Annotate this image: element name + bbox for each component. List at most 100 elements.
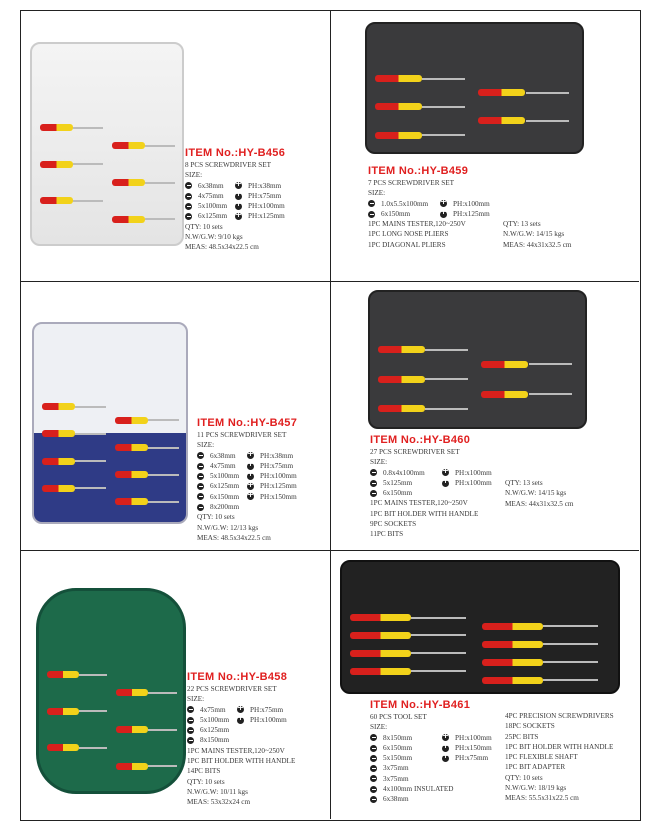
size-row: 6x150mmPH:x150mm bbox=[197, 490, 297, 502]
slotted-size: 5x100mm bbox=[185, 201, 235, 211]
item-number: ITEM No.:HY-B456 bbox=[185, 147, 286, 159]
screwdriver-shaft bbox=[543, 661, 599, 664]
screwdriver-shaft bbox=[425, 407, 469, 410]
phillips-size-value: PH:x75mm bbox=[455, 754, 489, 763]
quantity: QTY: 10 sets bbox=[505, 773, 543, 782]
screwdriver-handle bbox=[481, 390, 529, 398]
accessory-line: 11PC BITS bbox=[370, 530, 404, 539]
measurement: MEAS: 44x31x32.5 cm bbox=[503, 240, 572, 249]
slotted-size: 6x150mm bbox=[370, 488, 442, 498]
phillips-icon bbox=[442, 751, 449, 762]
size-row: 8x150mmPH:x100mm bbox=[370, 731, 492, 743]
screwdriver-handle bbox=[114, 444, 149, 452]
slotted-icon bbox=[185, 213, 192, 221]
screwdriver-handle bbox=[481, 360, 529, 368]
accessory-line: 1PC BIT HOLDER WITH HANDLE bbox=[187, 757, 296, 766]
slotted-icon bbox=[370, 479, 377, 487]
slotted-icon bbox=[368, 210, 375, 218]
phillips-size-value: PH:x150mm bbox=[455, 743, 492, 752]
product-description: 27 PCS SCREWDRIVER SET bbox=[370, 448, 460, 456]
slotted-icon bbox=[368, 200, 375, 208]
phillips-size-value: PH:x100mm bbox=[250, 715, 287, 724]
screwdriver-handle bbox=[114, 498, 149, 506]
screwdriver-handle bbox=[112, 142, 145, 150]
screwdriver-handle bbox=[114, 471, 149, 479]
screwdriver-handle bbox=[375, 103, 423, 111]
slotted-icon bbox=[370, 785, 377, 793]
item-number: ITEM No.:HY-B458 bbox=[187, 671, 288, 683]
slotted-size-value: 6x38mm bbox=[210, 451, 236, 460]
slotted-icon bbox=[370, 765, 377, 773]
slotted-size: 0.8x4x100mm bbox=[370, 468, 442, 478]
product-description: 60 PCS TOOL SET bbox=[370, 713, 427, 721]
slotted-size-value: 4x75mm bbox=[210, 461, 236, 470]
size-row: 6x125mmPH:x125mm bbox=[197, 480, 297, 491]
phillips-size: PH:x38mm bbox=[235, 179, 285, 191]
slotted-size-value: 5x100mm bbox=[200, 715, 230, 724]
screwdriver-shaft bbox=[425, 348, 469, 351]
screwdriver-shaft bbox=[148, 419, 179, 422]
screwdriver-handle bbox=[116, 689, 148, 697]
slotted-size: 5x100mm bbox=[187, 715, 237, 725]
phillips-icon bbox=[235, 210, 242, 221]
screwdriver-shaft bbox=[422, 105, 466, 108]
slotted-size: 6x38mm bbox=[370, 794, 442, 804]
phillips-size-value: PH:x125mm bbox=[248, 212, 285, 221]
slotted-size: 4x100mm INSULATED bbox=[370, 784, 453, 794]
accessory-line: 1PC BIT ADAPTER bbox=[505, 763, 566, 772]
screwdriver-shaft bbox=[78, 673, 108, 676]
slotted-size-value: 3x75mm bbox=[383, 774, 409, 783]
slotted-icon bbox=[197, 462, 204, 470]
screwdriver-shaft bbox=[145, 181, 175, 184]
slotted-icon bbox=[197, 493, 204, 501]
size-row: 6x38mm bbox=[370, 794, 492, 804]
slotted-size-value: 6x150mm bbox=[383, 743, 413, 752]
phillips-icon bbox=[440, 207, 447, 218]
phillips-size-value: PH:x100mm bbox=[453, 199, 490, 208]
screwdriver-shaft bbox=[410, 652, 466, 655]
slotted-size-value: 8x150mm bbox=[200, 736, 230, 745]
accessory-line: 4PC PRECISION SCREWDRIVERS bbox=[505, 712, 614, 720]
screwdriver-shaft bbox=[543, 625, 599, 628]
screwdriver-handle bbox=[350, 631, 411, 639]
phillips-size-value: PH:x100mm bbox=[260, 472, 297, 481]
size-row: 5x100mm PH:x100mm bbox=[187, 713, 295, 725]
row-divider bbox=[20, 550, 639, 551]
quantity: QTY: 10 sets bbox=[197, 513, 235, 522]
screwdriver-handle bbox=[350, 667, 411, 675]
slotted-size-value: 6x125mm bbox=[210, 482, 240, 491]
accessory-line: 9PC SOCKETS bbox=[370, 520, 417, 529]
screwdriver-handle bbox=[478, 89, 526, 97]
phillips-size-value: PH:x100mm bbox=[455, 468, 492, 477]
accessory-line: 1PC MAINS TESTER,120~250V bbox=[370, 499, 468, 508]
accessory-line: 14PC BITS bbox=[187, 767, 221, 776]
phillips-size: PH:x100mm bbox=[442, 731, 492, 743]
phillips-size: PH:x75mm bbox=[235, 189, 285, 201]
slotted-icon bbox=[197, 472, 204, 480]
product-description: 11 PCS SCREWDRIVER SET bbox=[197, 431, 287, 439]
size-row: 4x75mm PH:x75mm bbox=[197, 459, 297, 471]
slotted-size: 5x100mm bbox=[197, 471, 247, 481]
accessory-line: 1PC MAINS TESTER,120~250V bbox=[368, 220, 466, 229]
phillips-size: PH:x125mm bbox=[235, 210, 285, 221]
phillips-size-value: PH:x75mm bbox=[260, 461, 294, 470]
phillips-icon bbox=[442, 731, 449, 742]
slotted-icon bbox=[187, 726, 194, 734]
screwdriver-handle bbox=[112, 179, 145, 186]
phillips-icon bbox=[247, 490, 254, 501]
slotted-size: 6x38mm bbox=[197, 451, 247, 461]
size-row: 8x150mm bbox=[187, 735, 295, 745]
size-row: 4x75mmPH:x75mm bbox=[187, 703, 295, 715]
phillips-icon bbox=[235, 189, 242, 200]
accessory-line: 1PC DIAGONAL PLIERS bbox=[368, 240, 446, 249]
screwdriver-shaft bbox=[145, 218, 175, 221]
screwdriver-shaft bbox=[543, 679, 599, 682]
slotted-size: 5x125mm bbox=[370, 478, 442, 488]
product-image bbox=[32, 322, 188, 524]
screwdriver-shaft bbox=[422, 77, 466, 80]
slotted-icon bbox=[370, 796, 377, 804]
